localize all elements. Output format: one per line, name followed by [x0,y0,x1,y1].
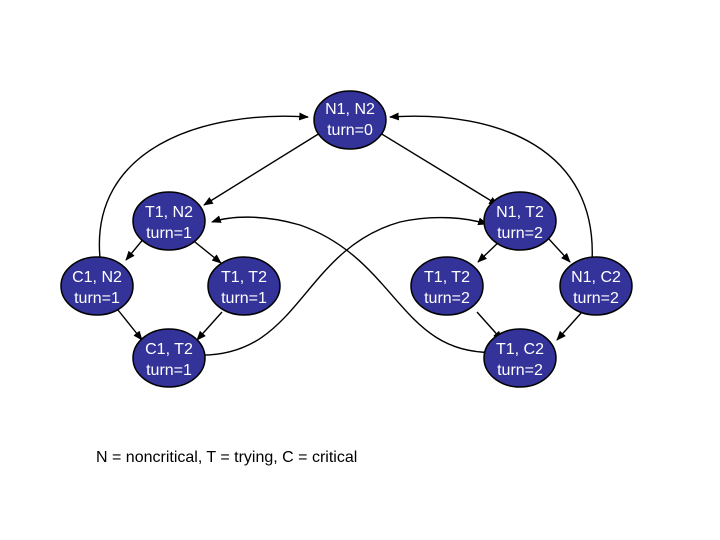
edge-c1n2-to-n1n2 [98,112,309,259]
node-label: N1, T2 [496,204,544,221]
edge-n1c2-to-t1c2 [556,311,583,341]
node-label: turn=1 [146,225,192,242]
node-label: N1, C2 [571,269,621,286]
edge-n1c2-to-n1n2 [389,112,593,263]
node-label: turn=1 [146,362,192,379]
edges [98,112,593,356]
node-label: T1, T2 [424,269,470,286]
edge-t1t2a-to-c1t2 [196,311,223,341]
node-n1c2: N1, C2 turn=2 [559,256,633,316]
node-label: T1, C2 [496,341,544,358]
node-t1n2: T1, N2 turn=1 [132,191,206,251]
node-label: T1, N2 [145,204,193,221]
node-label: turn=2 [424,290,470,307]
node-t1t2-turn1: T1, T2 turn=1 [207,256,281,316]
node-label: T1, T2 [221,269,267,286]
node-label: C1, N2 [72,269,122,286]
node-n1t2: N1, T2 turn=2 [483,191,557,251]
node-c1n2: C1, N2 turn=1 [60,256,134,316]
node-label: C1, T2 [145,341,193,358]
node-label: turn=2 [497,362,543,379]
node-label: N1, N2 [325,101,375,118]
node-label: turn=2 [573,290,619,307]
edge-t1c2-to-t1n2 [211,215,503,354]
node-label: turn=2 [497,225,543,242]
edge-c1t2-to-n1t2 [194,216,488,356]
edge-n1n2-to-t1n2 [203,132,321,206]
node-c1t2: C1, T2 turn=1 [132,328,206,388]
node-label: turn=1 [221,290,267,307]
node-t1c2: T1, C2 turn=2 [483,328,557,388]
edge-c1n2-to-c1t2 [117,309,143,341]
node-label: turn=1 [74,290,120,307]
edge-n1n2-to-n1t2 [379,132,499,206]
edge-t1n2-to-t1t2a [189,237,222,264]
edge-n1t2-to-n1c2 [547,237,571,263]
node-label: turn=0 [327,122,373,139]
legend-text: N = noncritical, T = trying, C = critica… [96,449,357,466]
node-t1t2-turn2: T1, T2 turn=2 [410,256,484,316]
node-n1n2: N1, N2 turn=0 [313,90,387,150]
